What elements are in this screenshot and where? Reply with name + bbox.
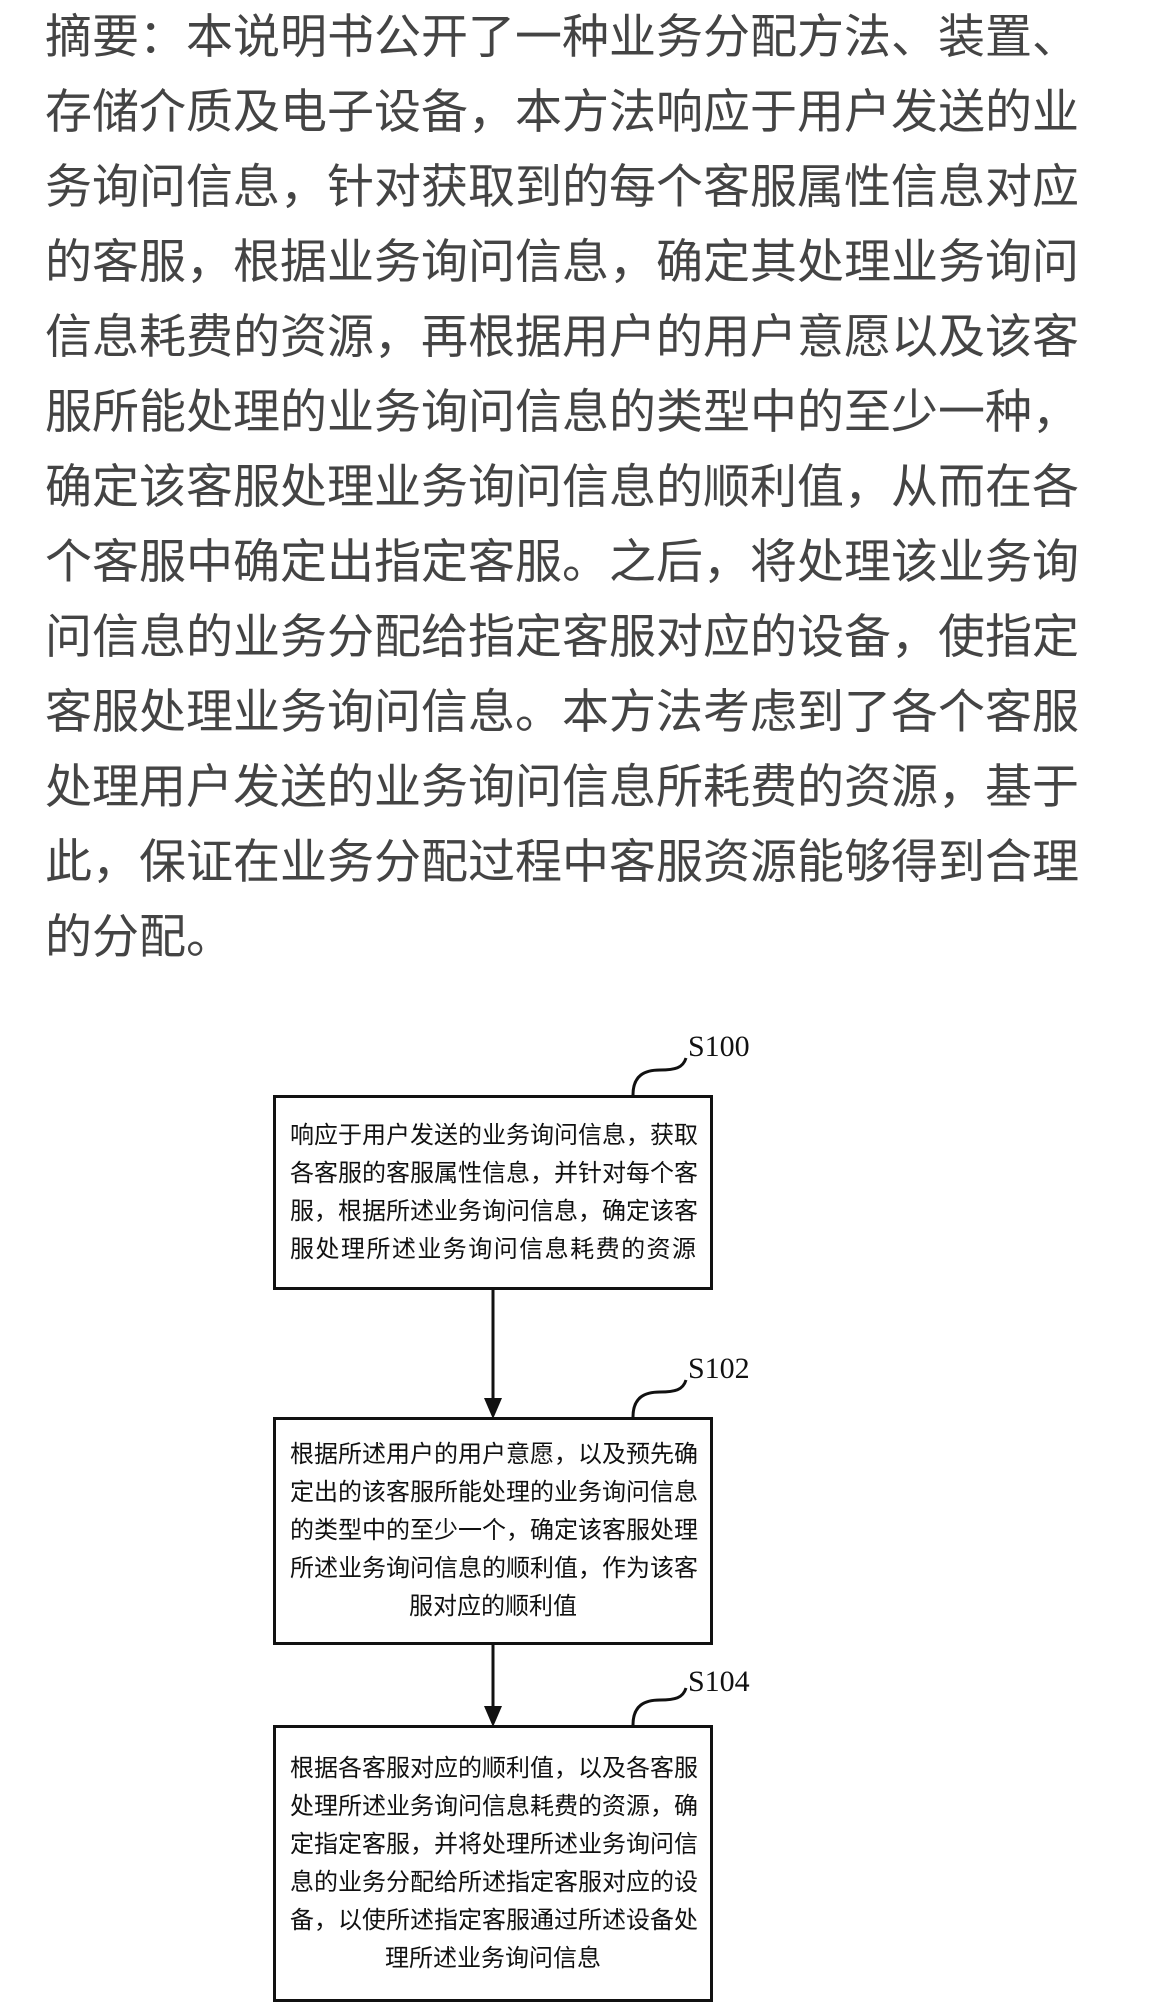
- abstract-line: 个客服中确定出指定客服。之后，将处理该业务询: [45, 535, 1079, 590]
- step-label-s104: S104: [688, 1665, 750, 1698]
- abstract-line: 的分配。: [45, 910, 233, 965]
- abstract-line: 确定该客服处理业务询问信息的顺利值，从而在各: [45, 460, 1079, 515]
- abstract-line: 务询问信息，针对获取到的每个客服属性信息对应: [45, 160, 1079, 215]
- abstract-line: 存储介质及电子设备，本方法响应于用户发送的业: [45, 85, 1079, 140]
- abstract-line: 处理用户发送的业务询问信息所耗费的资源，基于: [45, 760, 1079, 815]
- step-label-s100: S100: [688, 1030, 750, 1063]
- arrowhead-2: [484, 1706, 502, 1727]
- abstract-line: 问信息的业务分配给指定客服对应的设备，使指定: [45, 610, 1079, 665]
- step-label-s102: S102: [688, 1352, 750, 1385]
- flow-step-s100: 响应于用户发送的业务询问信息，获取 各客服的客服属性信息，并针对每个客 服，根据…: [273, 1095, 713, 1290]
- leader-s104: [631, 1687, 688, 1726]
- abstract-text: 摘要：本说明书公开了一种业务分配方法、装置、 存储介质及电子设备，本方法响应于用…: [45, 0, 1155, 975]
- step-text-line: 所述业务询问信息的顺利值，作为该客: [290, 1556, 698, 1582]
- abstract-line: 信息耗费的资源，再根据用户的用户意愿以及该客: [45, 310, 1079, 365]
- step-text-line: 的类型中的至少一个，确定该客服处理: [290, 1518, 698, 1544]
- step-text-line: 服，根据所述业务询问信息，确定该客: [290, 1198, 698, 1225]
- abstract-line: 的客服，根据业务询问信息，确定其处理业务询问: [45, 235, 1079, 290]
- abstract-line: 服所能处理的业务询问信息的类型中的至少一种，: [45, 385, 1079, 440]
- step-text-line: 根据各客服对应的顺利值，以及各客服: [290, 1755, 698, 1782]
- step-text-line: 各客服的客服属性信息，并针对每个客: [290, 1160, 698, 1187]
- step-text-line: 息的业务分配给所述指定客服对应的设: [290, 1869, 698, 1896]
- step-text-line: 定指定客服，并将处理所述业务询问信: [290, 1831, 698, 1858]
- step-text-line: 响应于用户发送的业务询问信息，获取: [290, 1122, 698, 1149]
- leader-s102: [631, 1379, 688, 1418]
- abstract-line: 客服处理业务询问信息。本方法考虑到了各个客服: [45, 685, 1079, 740]
- abstract-line: 此，保证在业务分配过程中客服资源能够得到合理: [45, 835, 1079, 890]
- leader-s100: [631, 1057, 688, 1096]
- flow-step-s104: 根据各客服对应的顺利值，以及各客服 处理所述业务询问信息耗费的资源，确 定指定客…: [273, 1725, 713, 2002]
- flow-step-s102: 根据所述用户的用户意愿，以及预先确 定出的该客服所能处理的业务询问信息 的类型中…: [273, 1417, 713, 1645]
- step-text-line: 服处理所述业务询问信息耗费的资源: [290, 1236, 696, 1263]
- abstract-line: 摘要：本说明书公开了一种业务分配方法、装置、: [45, 10, 1079, 65]
- step-text-line: 备，以使所述指定客服通过所述设备处: [290, 1907, 698, 1934]
- step-text-line: 定出的该客服所能处理的业务询问信息: [290, 1480, 698, 1506]
- step-text-line: 根据所述用户的用户意愿，以及预先确: [290, 1442, 698, 1468]
- step-text-line: 服对应的顺利值: [409, 1594, 577, 1620]
- arrowhead-1: [484, 1398, 502, 1419]
- step-text-line: 理所述业务询问信息: [385, 1945, 601, 1972]
- step-text-line: 处理所述业务询问信息耗费的资源，确: [290, 1793, 698, 1820]
